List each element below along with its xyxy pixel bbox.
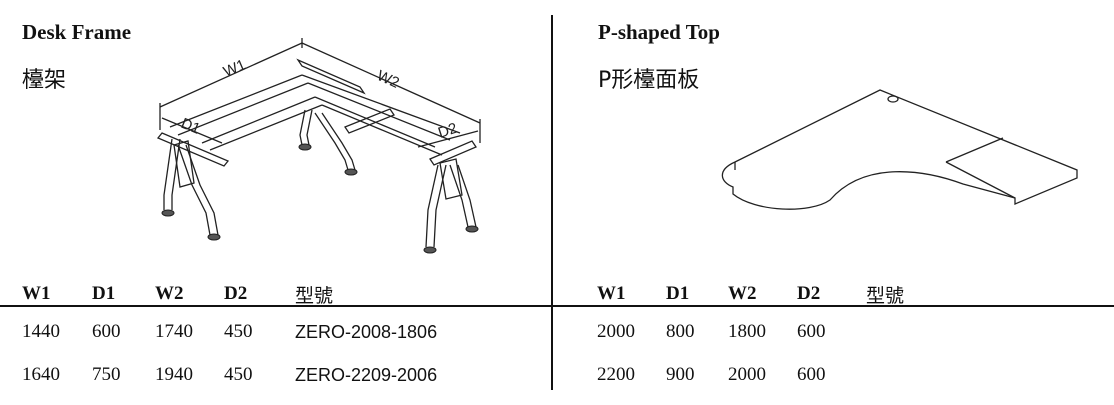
table-cell: 800 bbox=[666, 321, 695, 342]
table-cell: 1640 bbox=[22, 364, 60, 385]
col-header-model: 型號 bbox=[866, 285, 905, 307]
table-cell: 1740 bbox=[155, 321, 193, 342]
desk-frame-title: Desk Frame bbox=[22, 20, 132, 44]
w1-dimension-line bbox=[159, 42, 303, 108]
col-header-model: 型號 bbox=[295, 285, 334, 307]
cable-grommet bbox=[887, 95, 899, 103]
p-shaped-top-drawing bbox=[721, 89, 1078, 210]
w1-label: W1 bbox=[221, 56, 248, 80]
table-cell: 1800 bbox=[728, 321, 766, 342]
col-header-d1: D1 bbox=[666, 283, 690, 304]
desk-frame-drawing: W1 W2 D1 D2 bbox=[156, 38, 481, 254]
table-cell-model: ZERO-2008-1806 bbox=[295, 322, 438, 342]
table-header-rule bbox=[0, 305, 1114, 307]
col-header-w2: W2 bbox=[728, 283, 757, 304]
table-cell-model: ZERO-2209-2006 bbox=[295, 365, 438, 385]
table-cell: 750 bbox=[92, 364, 121, 385]
p-shaped-top-title: P-shaped Top bbox=[598, 20, 720, 44]
table-cell: 450 bbox=[224, 364, 253, 385]
col-header-d1: D1 bbox=[92, 283, 116, 304]
table-cell: 600 bbox=[92, 321, 121, 342]
table-cell: 2200 bbox=[597, 364, 635, 385]
vertical-divider bbox=[551, 15, 553, 390]
desk-frame-subtitle: 檯架 bbox=[22, 68, 67, 93]
table-cell: 600 bbox=[797, 364, 826, 385]
p-shaped-top-subtitle: P形檯面板 bbox=[598, 68, 700, 93]
col-header-d2: D2 bbox=[797, 283, 821, 304]
table-cell: 900 bbox=[666, 364, 695, 385]
col-header-w2: W2 bbox=[155, 283, 184, 304]
d1-label: D1 bbox=[179, 115, 203, 138]
table-cell: 1940 bbox=[155, 364, 193, 385]
table-cell: 1440 bbox=[22, 321, 60, 342]
table-cell: 2000 bbox=[728, 364, 766, 385]
col-header-w1: W1 bbox=[22, 283, 51, 304]
desk-top-outline bbox=[721, 89, 1078, 210]
w2-label: W2 bbox=[374, 67, 401, 92]
table-cell: 450 bbox=[224, 321, 253, 342]
table-cell: 600 bbox=[797, 321, 826, 342]
col-header-w1: W1 bbox=[597, 283, 626, 304]
col-header-d2: D2 bbox=[224, 283, 248, 304]
d2-label: D2 bbox=[436, 120, 460, 142]
table-cell: 2000 bbox=[597, 321, 635, 342]
